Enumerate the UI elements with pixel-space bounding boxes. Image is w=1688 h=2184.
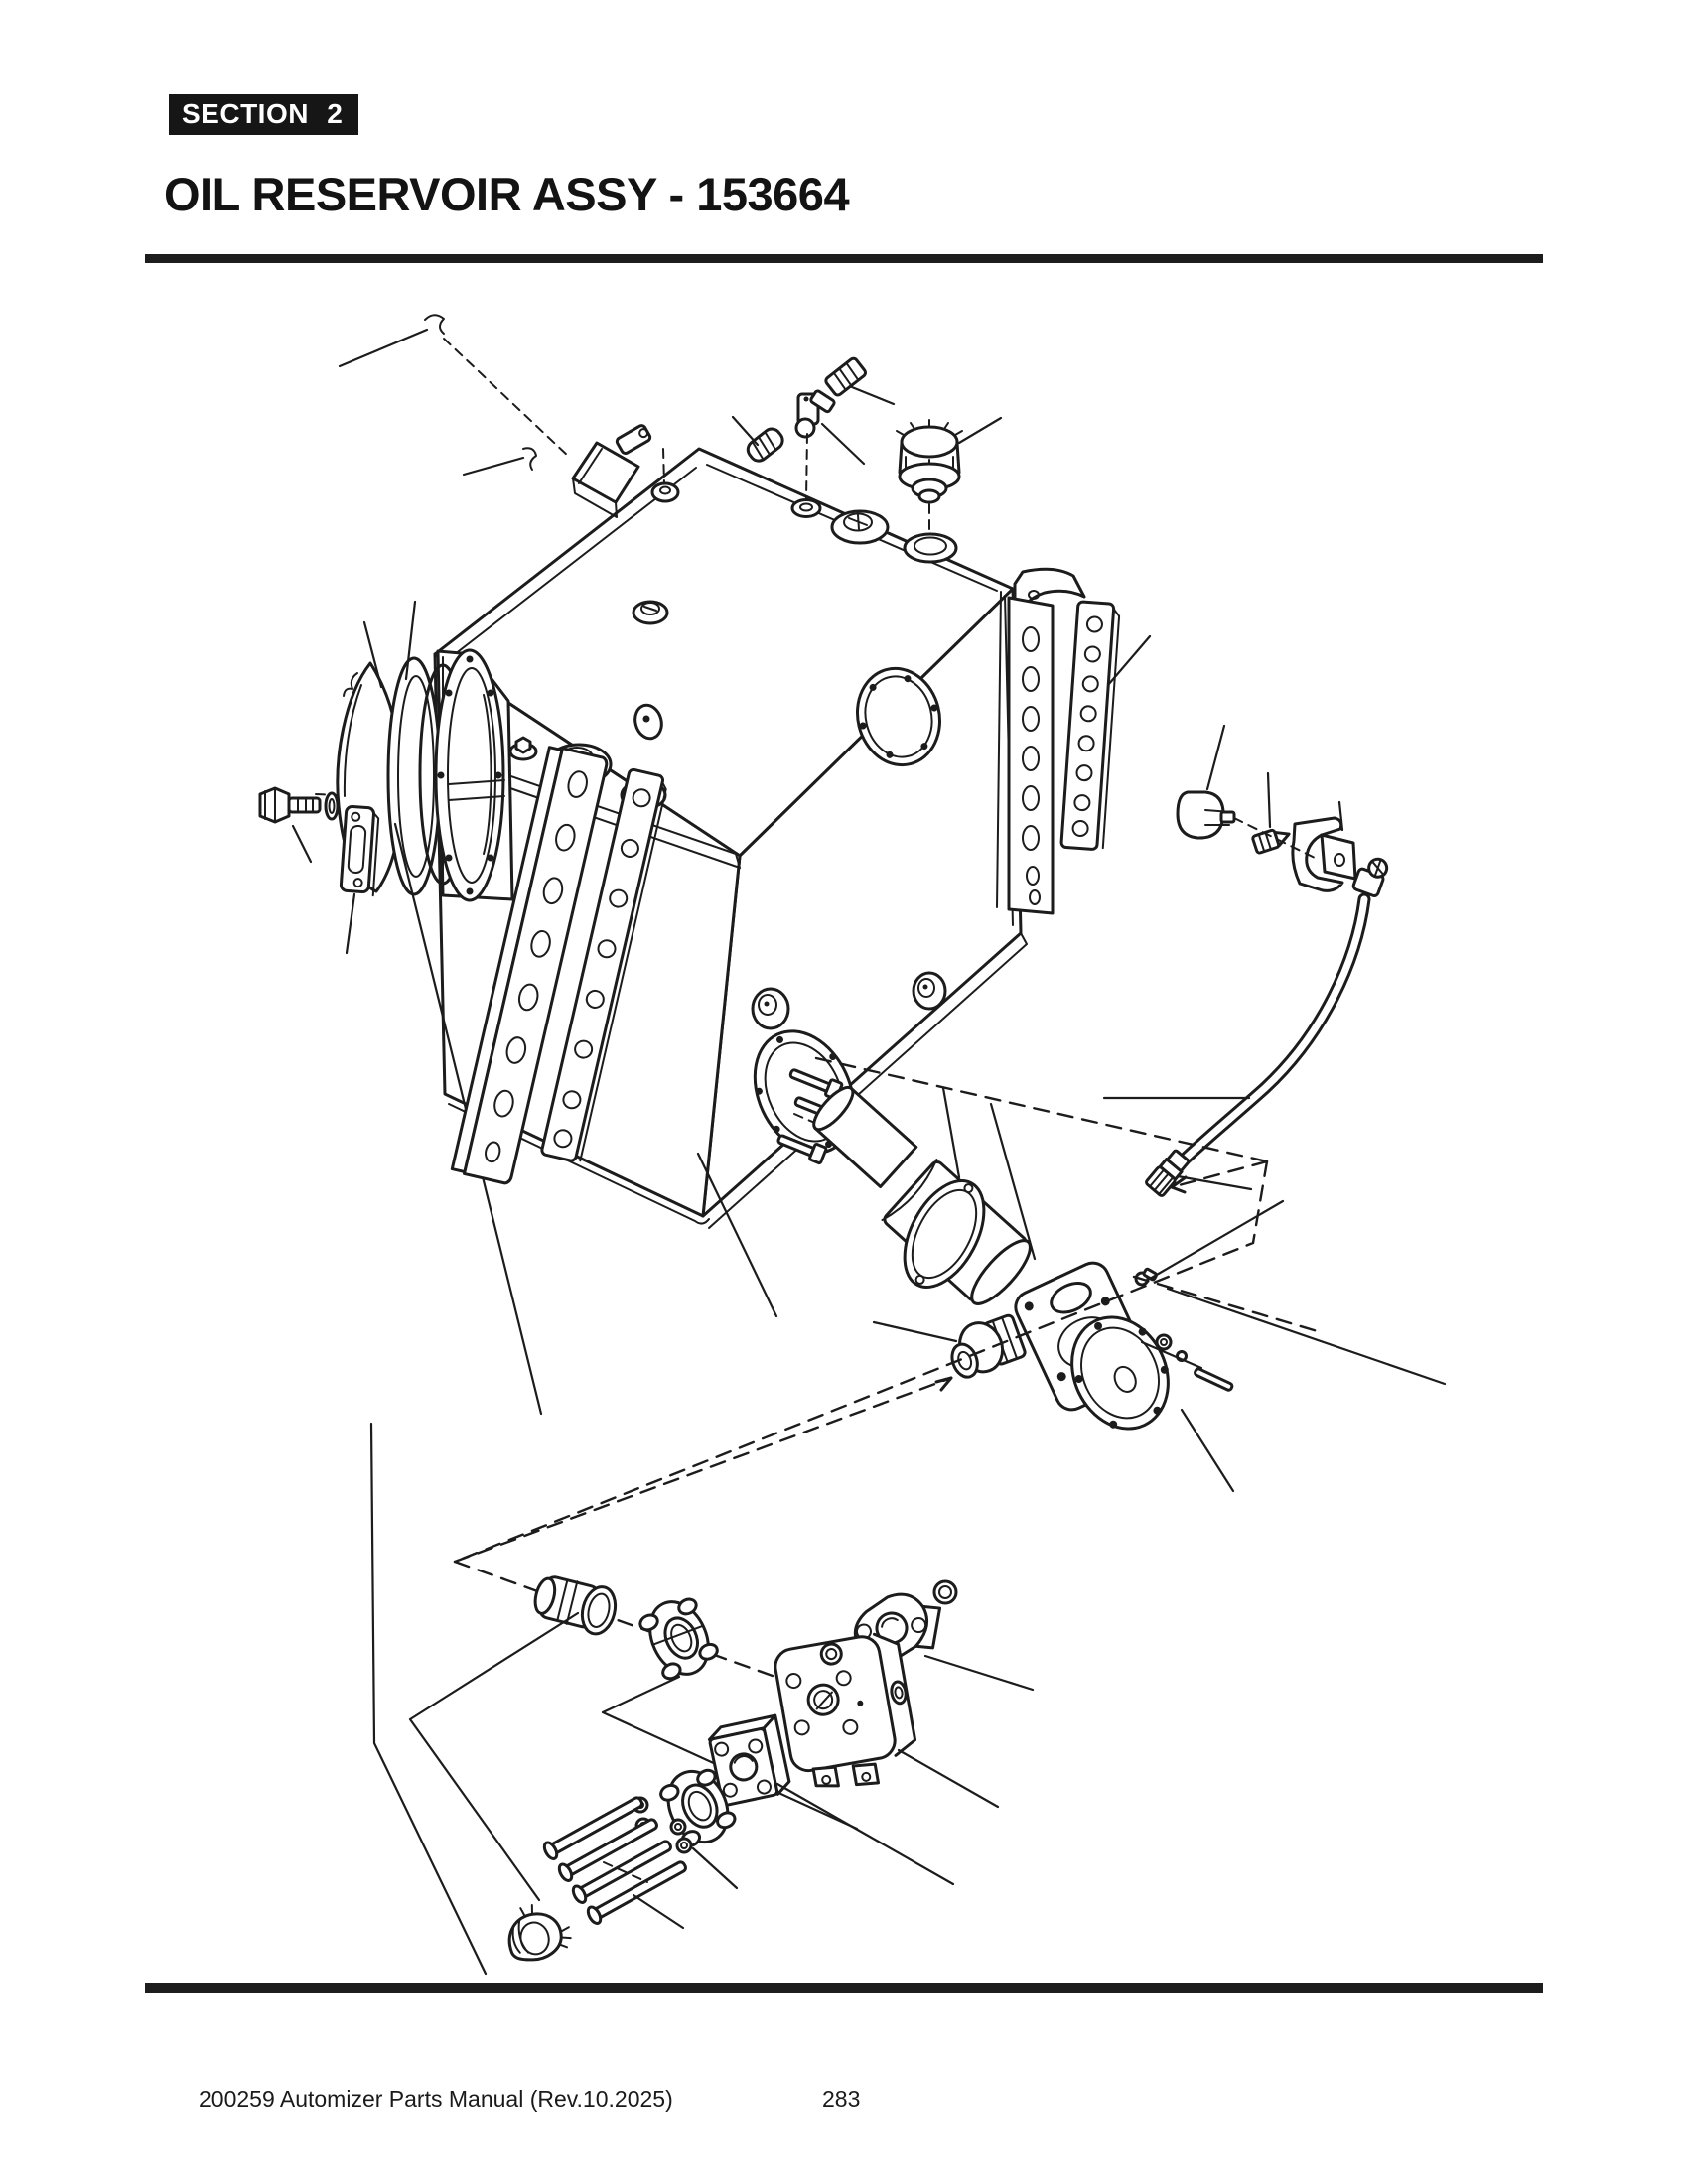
filler-breather-cap bbox=[896, 416, 1003, 537]
tee-fitting bbox=[794, 389, 836, 439]
elbow-fitting bbox=[731, 356, 896, 500]
clamp-ring bbox=[386, 656, 442, 896]
rear-mounting-strap bbox=[996, 567, 1152, 915]
spring-clip bbox=[338, 314, 570, 477]
grease-fitting bbox=[1134, 1267, 1158, 1287]
protective-boot bbox=[507, 1904, 572, 1962]
access-cover bbox=[633, 666, 947, 1030]
flange-ring bbox=[434, 648, 505, 902]
sight-gauge bbox=[339, 805, 380, 897]
return-hose bbox=[1102, 857, 1389, 1197]
straight-fitting bbox=[824, 356, 868, 397]
page-title: OIL RESERVOIR ASSY - 153664 bbox=[164, 168, 850, 221]
o-ring-gasket bbox=[903, 1178, 986, 1290]
mounting-tab bbox=[571, 441, 640, 518]
lock-washer bbox=[324, 791, 340, 821]
gear-pump bbox=[774, 1632, 1000, 1809]
rubber-bumper bbox=[1176, 724, 1236, 840]
title-rule bbox=[145, 254, 1543, 263]
section-badge: SECTION 2 bbox=[169, 94, 359, 135]
channel-bracket bbox=[450, 746, 667, 1185]
manual-reference: 200259 Automizer Parts Manual (Rev.10.20… bbox=[199, 2086, 673, 2112]
footer-rule bbox=[145, 1983, 1543, 1993]
pump-head-flange bbox=[1014, 1199, 1447, 1493]
assembly-axis-dashes bbox=[453, 1056, 1269, 1696]
page-number: 283 bbox=[822, 2086, 861, 2112]
hose-clamp-bracket bbox=[1233, 800, 1357, 892]
split-flange-clamp bbox=[601, 1597, 859, 1831]
flange-bolt bbox=[258, 786, 322, 864]
quick-coupler bbox=[408, 1575, 618, 1902]
port-block bbox=[707, 1713, 955, 1886]
mounting-studs bbox=[542, 1796, 687, 1930]
union-elbow bbox=[872, 1313, 1027, 1379]
check-valve-nipple bbox=[1251, 771, 1291, 855]
